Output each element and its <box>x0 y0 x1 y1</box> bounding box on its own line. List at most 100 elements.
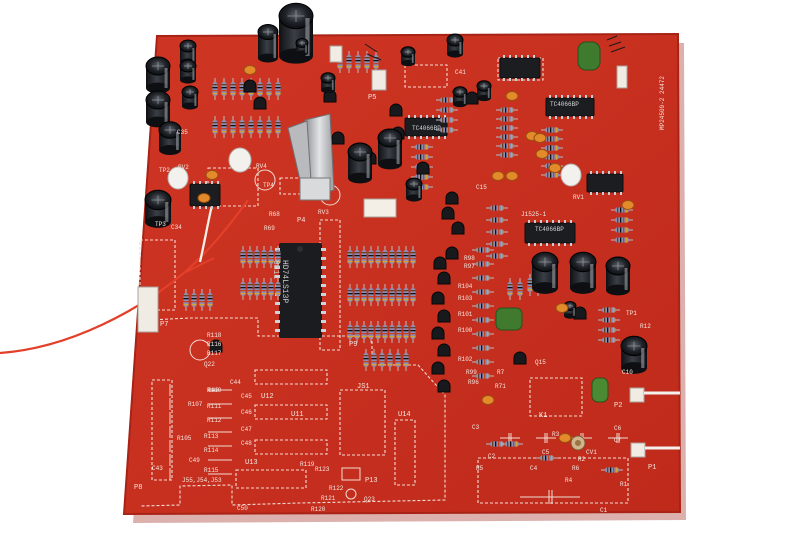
label-r1: R1 <box>620 481 628 488</box>
resistor <box>415 154 429 160</box>
label-r111: R111 <box>207 403 222 410</box>
label-p1: P1 <box>648 464 657 472</box>
white-wire <box>198 204 214 263</box>
resistor <box>476 317 490 323</box>
main-ic-text-line-1: HD74LS13P <box>280 260 289 304</box>
heatsink <box>287 113 335 201</box>
resistor <box>379 353 385 367</box>
label-c2: C2 <box>488 453 496 460</box>
resistor <box>257 82 263 96</box>
transistor <box>437 271 451 285</box>
resistor <box>364 55 370 69</box>
transistor <box>253 96 267 110</box>
resistor <box>257 120 263 134</box>
orange-wire <box>0 199 249 355</box>
ceramic-capacitor <box>555 303 569 313</box>
resistor <box>602 307 616 313</box>
label-tp1: TP1 <box>626 310 637 317</box>
electrolytic-capacitors <box>144 2 648 374</box>
label-j1525: J1525-1 <box>521 211 547 218</box>
label-r68: R68 <box>269 211 280 218</box>
resistor <box>239 120 245 134</box>
label-r112: R112 <box>207 417 222 424</box>
label-c10: C10 <box>622 369 633 376</box>
resistor <box>247 250 253 264</box>
resistor <box>382 250 388 264</box>
label-p7: P7 <box>160 321 169 329</box>
ceramic-capacitor <box>621 200 635 210</box>
label-r12: R12 <box>640 323 651 330</box>
transistor <box>431 361 445 375</box>
label-tp3: TP3 <box>155 221 166 228</box>
resistor <box>476 331 490 337</box>
label-rv1: RV1 <box>573 194 584 201</box>
resistor <box>221 120 227 134</box>
label-c4: C4 <box>530 465 538 472</box>
transistors <box>209 79 587 393</box>
resistor <box>615 217 629 223</box>
label-c5: C5 <box>542 449 550 456</box>
label-r69: R69 <box>264 225 275 232</box>
label-p2: P2 <box>614 402 623 410</box>
resistor <box>476 261 490 267</box>
resistor <box>440 117 454 123</box>
resistor <box>212 82 218 96</box>
label-r117: R117 <box>207 350 222 357</box>
resistor <box>268 282 274 296</box>
resistor <box>375 288 381 302</box>
resistor <box>476 275 490 281</box>
resistor <box>490 253 504 259</box>
label-k1: K1 <box>539 412 548 420</box>
resistor <box>212 120 218 134</box>
label-r7: R7 <box>497 369 505 376</box>
label-r96: R96 <box>468 379 479 386</box>
label-r115: R115 <box>204 467 219 474</box>
label-u14: U14 <box>398 411 411 419</box>
label-c34: C34 <box>171 224 182 231</box>
label-r105: R105 <box>177 435 192 442</box>
resistor <box>490 205 504 211</box>
resistor <box>476 303 490 309</box>
resistor <box>239 82 245 96</box>
label-r120: R120 <box>311 506 326 513</box>
resistor <box>500 134 514 140</box>
resistor <box>347 325 353 339</box>
resistor <box>500 125 514 131</box>
ceramic-capacitors <box>197 65 635 443</box>
label-p9: P9 <box>349 341 358 349</box>
resistor <box>261 250 267 264</box>
resistor <box>275 250 281 264</box>
resistor <box>490 217 504 223</box>
chip-label-u5: TC4066BP <box>535 226 564 233</box>
resistor <box>476 373 490 379</box>
label-p8: P8 <box>134 484 143 492</box>
resistor <box>389 288 395 302</box>
label-tp2: TP2 <box>159 167 170 174</box>
transistor <box>433 256 447 270</box>
resistor <box>403 325 409 339</box>
resistor <box>268 250 274 264</box>
label-r118: R118 <box>207 332 222 339</box>
resistor <box>403 353 409 367</box>
ceramic-capacitor <box>533 133 547 143</box>
label-c41: C41 <box>455 69 466 76</box>
resistor <box>230 82 236 96</box>
resistor <box>403 288 409 302</box>
resistor <box>354 250 360 264</box>
resistor <box>500 107 514 113</box>
resistor <box>602 317 616 323</box>
resistor <box>476 359 490 365</box>
label-r3: R3 <box>552 431 560 438</box>
resistor <box>240 250 246 264</box>
dip-chips <box>189 55 624 246</box>
resistor <box>440 107 454 113</box>
label-c42: C42 <box>208 387 219 394</box>
resistor <box>355 55 361 69</box>
resistor <box>275 120 281 134</box>
resistor <box>615 237 629 243</box>
label-c1: C1 <box>600 507 608 514</box>
resistor <box>347 288 353 302</box>
resistor <box>354 288 360 302</box>
resistor <box>527 278 533 292</box>
ceramic-capacitor <box>505 91 519 101</box>
